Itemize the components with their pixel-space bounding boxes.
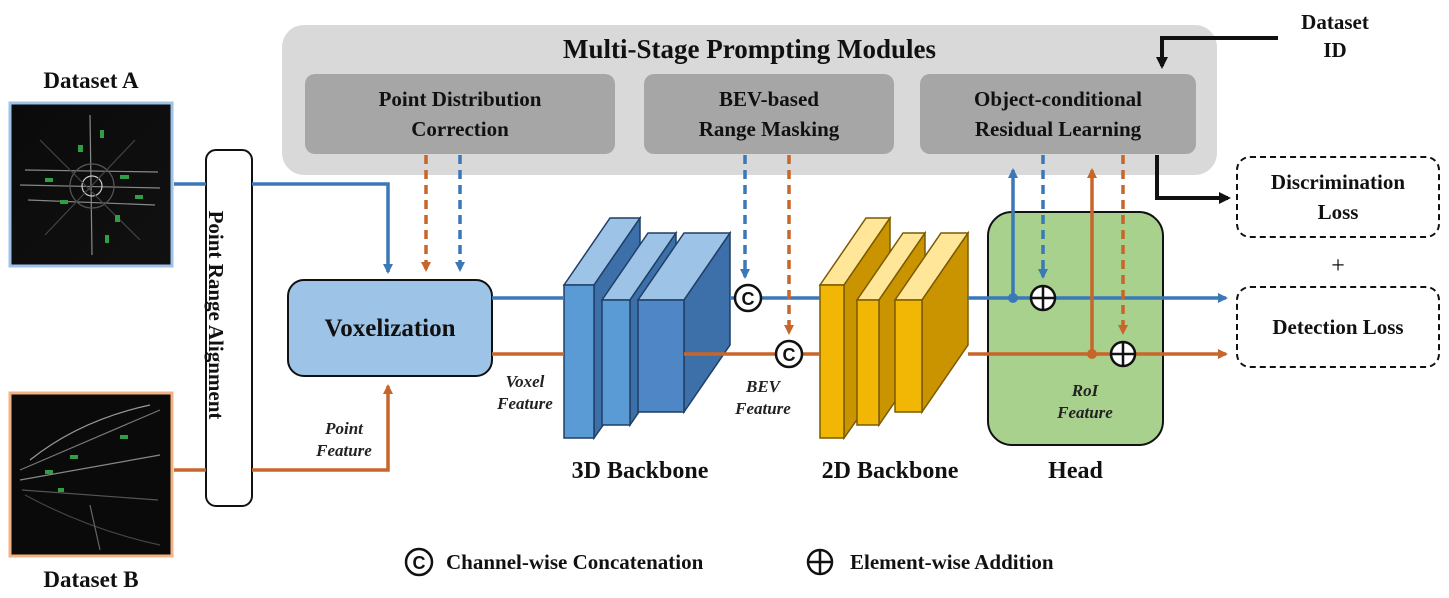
backbone-3d-label: 3D Backbone <box>571 458 709 484</box>
module-label-bev-range: BEV-based Range Masking <box>698 87 840 141</box>
voxelization-box <box>287 279 493 377</box>
module-label-point-distribution: Point Distribution Correction <box>378 87 542 141</box>
prompt-dashed-arrows <box>421 155 1128 335</box>
dataset-a-image <box>8 101 174 268</box>
svg-text:C: C <box>413 553 426 573</box>
voxelization-label: Voxelization <box>324 315 456 342</box>
detection-loss-box: Detection Loss <box>1236 286 1440 368</box>
voxel-feature-label: Voxel Feature <box>497 372 553 413</box>
dataset-id-arrows <box>1155 36 1278 204</box>
dataset-a-label: Dataset A <box>43 68 139 93</box>
backbone-2d-label: 2D Backbone <box>821 458 959 484</box>
dataset-id-label: Dataset ID <box>1301 10 1369 62</box>
legend-add-label: Element-wise Addition <box>850 550 1054 574</box>
svg-text:C: C <box>783 345 796 365</box>
legend-concat-label: Channel-wise Concatenation <box>446 550 704 574</box>
module-box-point-distribution <box>305 74 615 154</box>
head-label: Head <box>1048 458 1103 484</box>
legend-add-icon <box>806 548 834 576</box>
backbone-3d-shape <box>562 215 732 441</box>
head-box <box>987 211 1164 446</box>
orange-stream-arrows <box>174 168 1228 472</box>
modules-title: Multi-Stage Prompting Modules <box>563 34 936 64</box>
discrimination-loss-box: Discrimination Loss <box>1236 156 1440 238</box>
point-range-alignment-label: Point Range Alignment <box>204 210 228 420</box>
blue-stream-arrows <box>174 168 1228 303</box>
blue-junction-dot <box>1008 293 1018 303</box>
module-label-object-residual: Object-conditional Residual Learning <box>974 87 1142 141</box>
concat-symbol-blue: C <box>733 283 763 313</box>
svg-text:C: C <box>742 289 755 309</box>
legend-concat-icon: C <box>404 547 434 577</box>
module-box-bev-range <box>644 74 894 154</box>
plus-sign: + <box>1331 253 1345 279</box>
add-symbol-orange <box>1109 340 1137 368</box>
add-symbol-blue <box>1029 284 1057 312</box>
module-box-object-residual <box>920 74 1196 154</box>
orange-junction-dot <box>1087 349 1097 359</box>
point-range-alignment-box <box>205 149 253 507</box>
dataset-b-label: Dataset B <box>43 567 139 592</box>
roi-feature-label: RoI Feature <box>1057 381 1113 422</box>
backbone-2d-shape <box>818 215 970 441</box>
bev-feature-label: BEV Feature <box>735 377 791 418</box>
dataset-b-image <box>8 391 174 558</box>
concat-symbol-orange: C <box>774 339 804 369</box>
point-feature-label: Point Feature <box>316 419 372 460</box>
